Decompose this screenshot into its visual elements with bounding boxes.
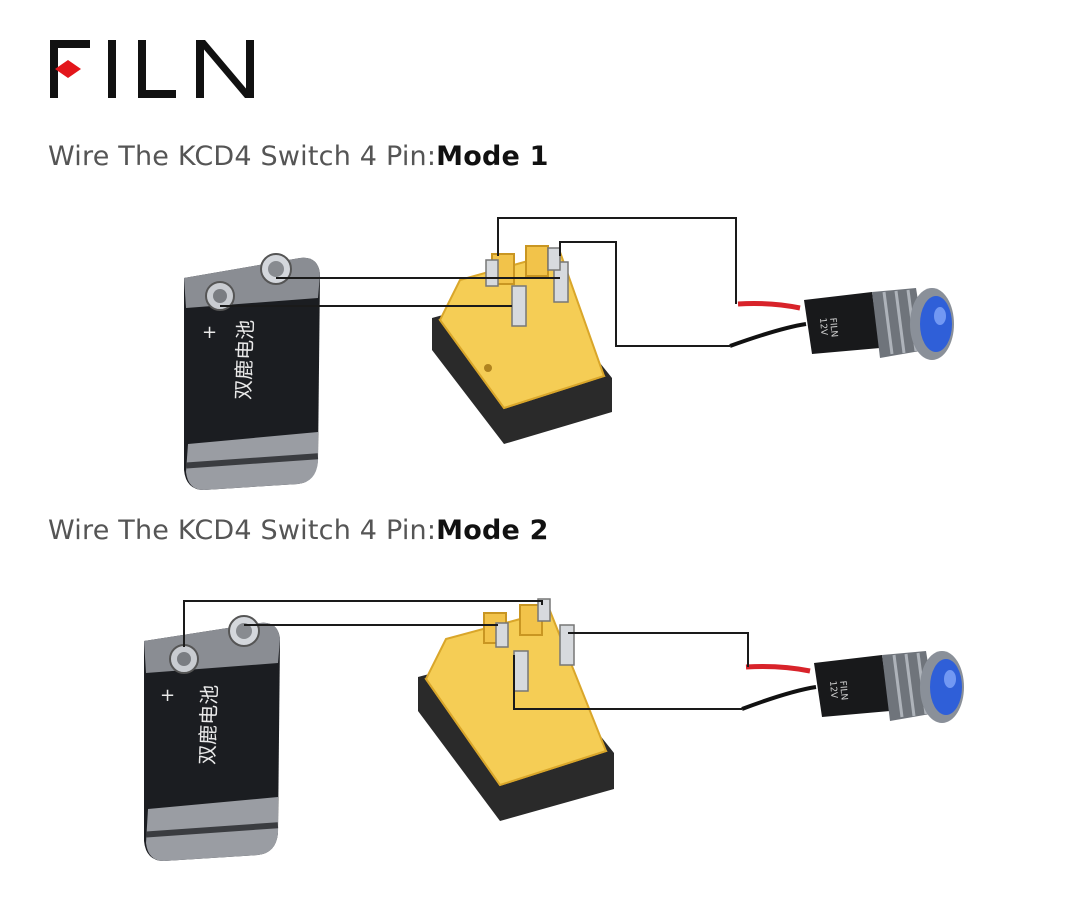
indicator-voltage-marking: 12V [817,317,829,336]
kcd4-switch [418,598,614,821]
heading-prefix: Wire The KCD4 Switch 4 Pin: [48,141,437,172]
red-lead-wire [745,664,811,674]
svg-text:+: + [202,322,217,343]
battery: 双鹿电池 + [144,615,280,861]
wire-switch-to-led-red [497,217,737,304]
wires [183,600,749,710]
battery-brand-text: 双鹿电池 [231,319,258,400]
wire-switch-to-led-black [559,241,730,347]
section-heading-mode-2: Wire The KCD4 Switch 4 Pin:Mode 2 [48,515,549,546]
indicator-brand-marking: FILN [837,680,849,700]
indicator-brand-marking: FILN [827,317,839,337]
section-heading-mode-1: Wire The KCD4 Switch 4 Pin:Mode 1 [48,141,549,172]
wire-battery-pos-to-switch [183,600,543,647]
heading-prefix: Wire The KCD4 Switch 4 Pin: [48,515,437,546]
black-lead-wire [729,322,807,348]
kcd4-switch [432,245,612,444]
wire-switch-to-led-black [513,655,742,710]
black-lead-wire [741,685,817,711]
wiring-diagram-mode-2: 双鹿电池 + FILN 12V [144,598,964,861]
led-indicator: FILN 12V [729,288,954,360]
battery-brand-text: 双鹿电池 [195,684,222,765]
wiring-diagram-mode-1: 双鹿电池 + FILN 12V [184,217,954,490]
wires [220,217,737,347]
filn-logo-mark [50,40,254,98]
heading-mode: Mode 1 [436,141,549,172]
diamond-icon [55,60,81,78]
heading-mode: Mode 2 [436,515,549,546]
filn-logo [48,38,263,102]
red-lead-wire [737,301,801,311]
svg-text:+: + [160,685,175,706]
indicator-voltage-marking: 12V [827,680,839,699]
battery: 双鹿电池 + [184,253,320,490]
led-indicator: FILN 12V [741,651,964,723]
wire-switch-to-led-red [568,632,749,667]
